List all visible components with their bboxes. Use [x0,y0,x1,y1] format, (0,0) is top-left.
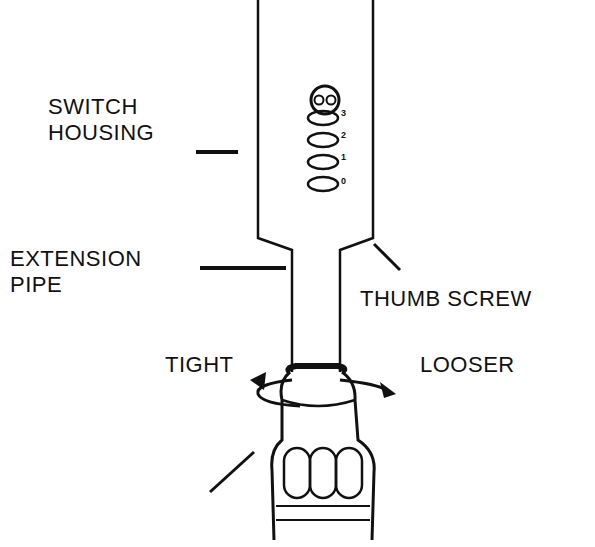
part-label: EXTENSION PIPE [10,246,175,298]
switch-oval [308,111,338,125]
leader-line [200,266,286,270]
speed-number: 2 [341,130,353,140]
leader-line [210,452,254,492]
hand-outline [272,372,374,540]
leader-line [196,150,238,154]
arrow-head [250,372,266,390]
rotation-arrow [340,380,386,390]
power-dot [327,96,336,105]
part-label: SWITCH HOUSING [48,94,198,146]
direction-label: TIGHT [165,352,265,378]
speed-number: 1 [341,152,353,162]
finger [336,448,362,498]
power-button [311,86,339,114]
switch-oval [308,133,338,147]
finger [284,448,310,498]
direction-label: LOOSER [420,352,540,378]
speed-number: 0 [341,176,353,186]
leader-line [374,244,400,270]
speed-number: 3 [341,108,353,118]
arrow-head [380,382,396,398]
part-label: THUMB SCREW [360,286,590,312]
hand-outline [276,506,370,520]
knob-top [288,366,344,372]
housing-outline [258,0,292,372]
housing-outline [340,0,373,372]
switch-oval [308,177,338,191]
finger [310,448,336,498]
power-dot [315,96,324,105]
switch-oval [308,155,338,169]
